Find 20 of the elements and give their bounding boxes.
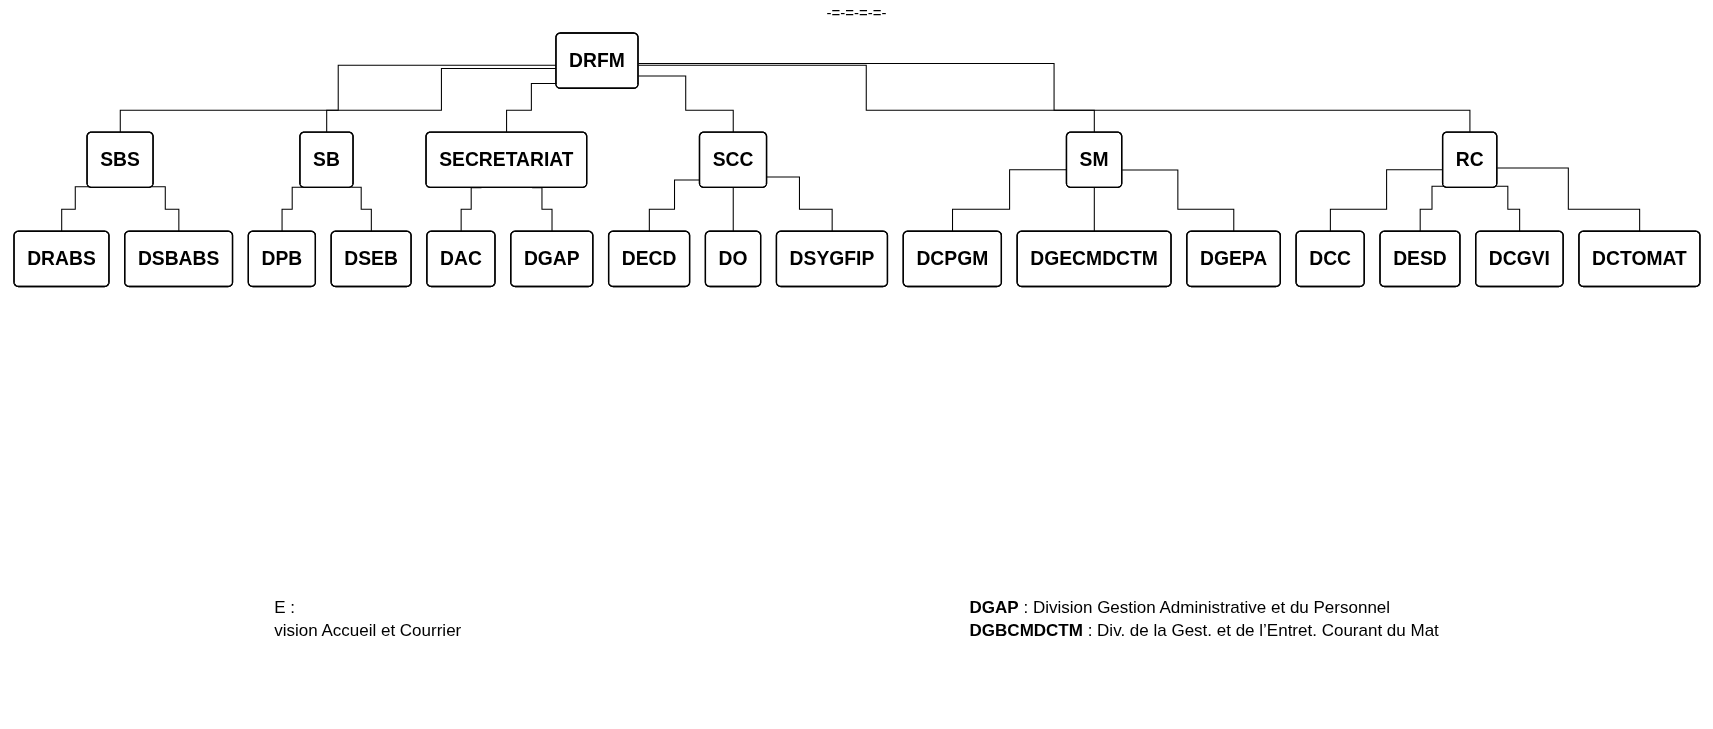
legend-note: E : <box>274 598 296 618</box>
connector <box>637 75 734 134</box>
connector <box>766 176 833 233</box>
connector <box>1329 169 1444 233</box>
connector <box>637 62 1471 134</box>
connector <box>637 64 1095 134</box>
legend-note: vision Accueil et Courrier <box>274 621 462 641</box>
connector <box>732 187 734 233</box>
connector <box>1121 169 1235 233</box>
connector <box>1496 167 1640 233</box>
connector <box>350 186 372 233</box>
connector <box>1093 187 1095 233</box>
connector <box>648 179 700 233</box>
connector <box>1419 185 1445 233</box>
legend-note: DGBCMDCTM : Div. de la Gest. et de l’Entret. Courant du Mat <box>969 621 1439 641</box>
connector <box>60 186 90 233</box>
connector <box>150 186 180 233</box>
legend-note: DGAP : Division Gestion Administrative et du Personnel <box>969 598 1392 618</box>
separator-text: -=-=-=-=- <box>825 4 888 21</box>
connector <box>1495 185 1520 233</box>
